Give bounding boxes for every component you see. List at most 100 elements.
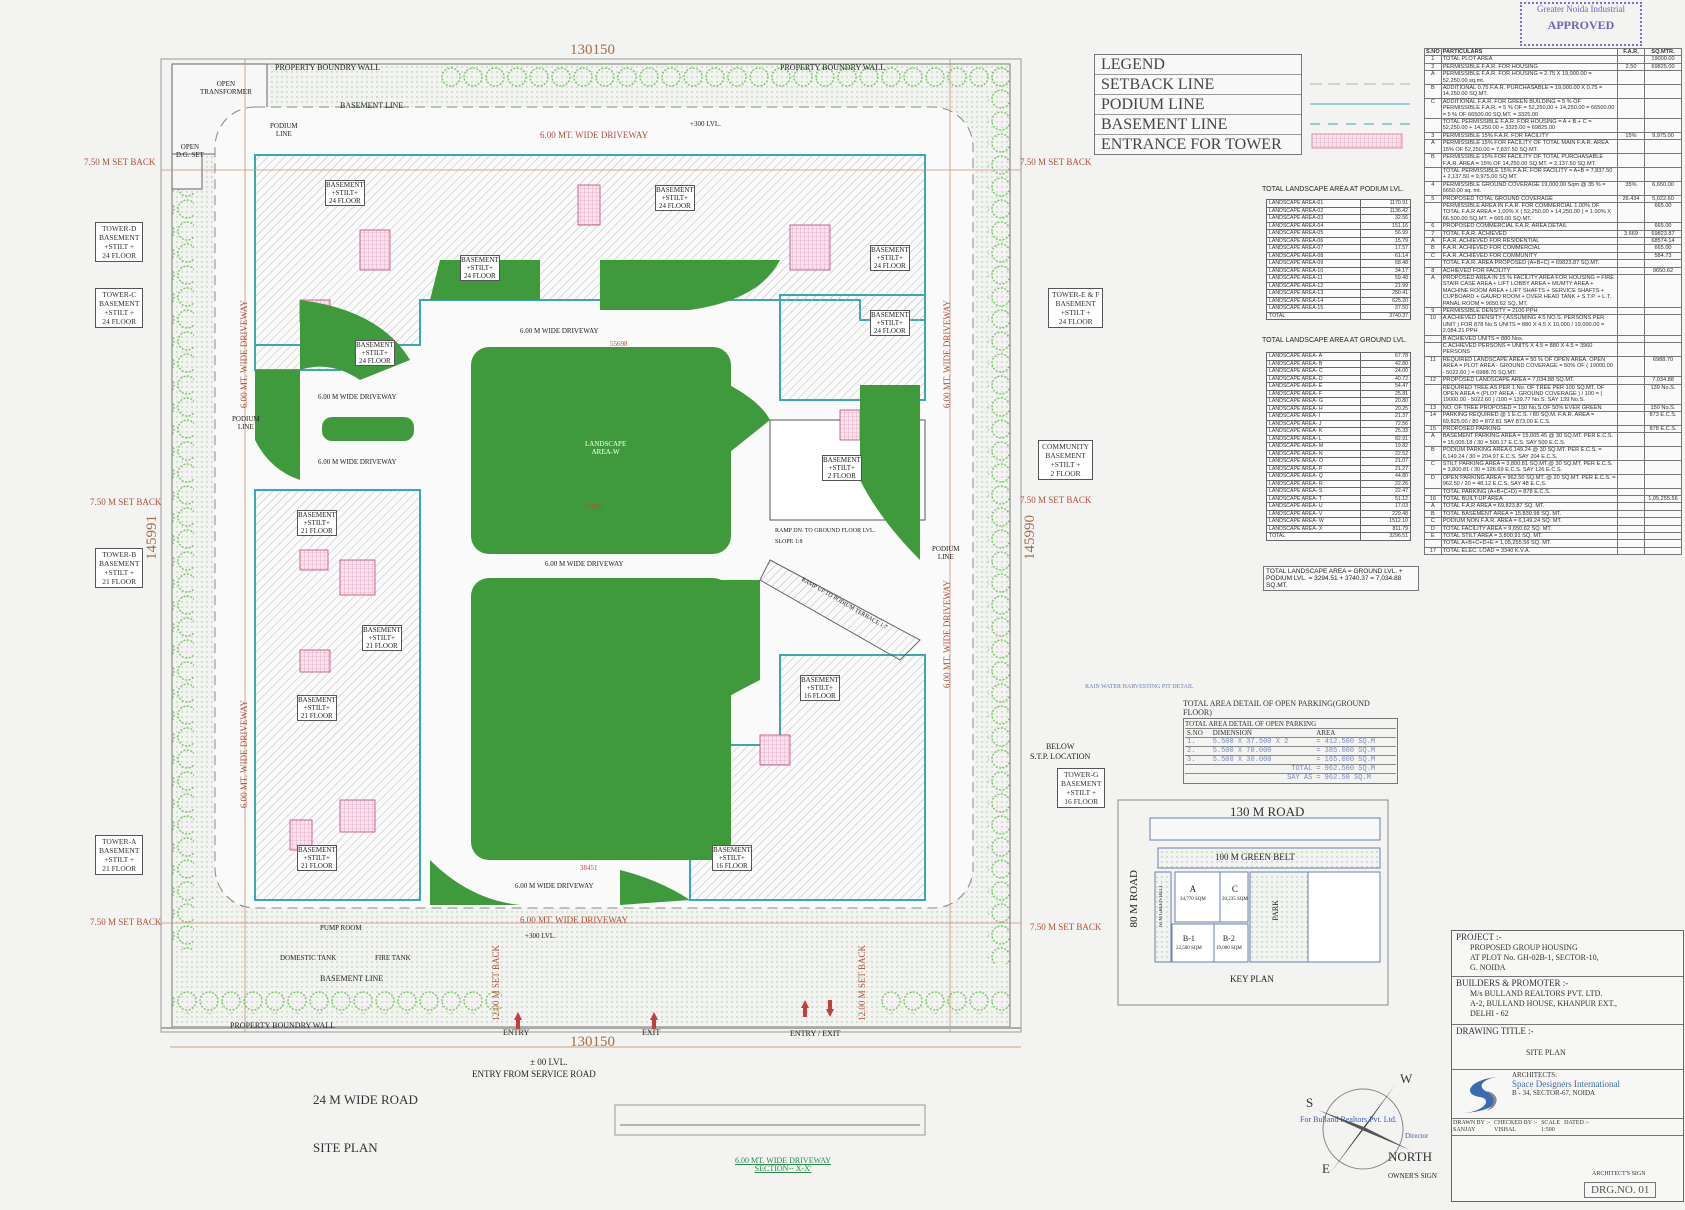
far-cell: [1617, 244, 1645, 253]
block-label: BASEMENT +STILT+ 21 FLOOR: [297, 695, 337, 721]
particulars-cell: STILT PARKING AREA = 3,800.81 SQ.MT.@ 30…: [1440, 459, 1619, 475]
particulars-cell: PERMISSIBLE 15% F.A.R. FOR FACILITY: [1440, 131, 1619, 141]
sno-cell: B: [1424, 84, 1442, 99]
driveway-label: 6.00 M WIDE DRIVEWAY: [515, 882, 594, 890]
parking-cell: 5.500 X 70.000: [1210, 746, 1315, 756]
particulars-cell: PERMISSIBLE F.A.R. FOR HOUSING = 2.75 X …: [1440, 70, 1619, 86]
landscape-area-name: LANDSCAPE AREA-13: [1266, 289, 1361, 298]
sqmtr-cell: 665.00: [1644, 222, 1682, 231]
open-dg-set: OPEN D.G. SET: [176, 143, 204, 159]
sqmtr-cell: [1644, 314, 1682, 336]
sno-cell: B: [1424, 509, 1442, 519]
level-300: +300 LVL.: [525, 932, 556, 940]
landscape-area-value: 19.82: [1360, 442, 1411, 451]
landscape-area-value: 34.17: [1360, 266, 1411, 275]
sno-cell: 9: [1424, 307, 1442, 316]
far-cell: [1617, 251, 1645, 261]
sno-cell: 8: [1424, 266, 1442, 276]
parking-cell: = 385.000 SQ.M: [1314, 746, 1396, 756]
setback-label: 7.50 M SET BACK: [90, 497, 162, 507]
total-row: SAY AS= 962.50 SQ.M: [1185, 773, 1396, 782]
legend-basement-line: BASEMENT LINE: [1095, 114, 1301, 134]
particulars-cell: PROPOSED TOTAL GROUND COVERAGE: [1440, 194, 1619, 203]
far-cell: [1617, 139, 1645, 155]
block-label: BASEMENT +STILT+ 24 FLOOR: [870, 245, 910, 271]
table-row: PERMISSIBLE AREA IN F.A.R. FOR COMMERCIA…: [1424, 201, 1682, 224]
far-cell: [1617, 236, 1645, 246]
header-cell: S.NO: [1424, 47, 1442, 57]
open-parking-subtitle: TOTAL AREA DETAIL OF OPEN PARKING: [1185, 720, 1317, 728]
key-plan-road-130: 130 M ROAD: [1230, 804, 1305, 819]
drawing-number: DRG.NO. 01: [1584, 1182, 1657, 1198]
basement-line-label: BASEMENT LINE: [340, 101, 404, 110]
entry-exit-label: ENTRY / EXIT: [790, 1029, 841, 1038]
sqmtr-cell: [1644, 532, 1682, 541]
sno-cell: B: [1424, 244, 1442, 253]
domestic-tank: DOMESTIC TANK: [280, 954, 337, 962]
far-cell: [1617, 524, 1645, 534]
sno-cell: 1: [1424, 55, 1442, 64]
landscape-area-name: LANDSCAPE AREA- V: [1266, 509, 1361, 518]
particulars-cell: PROPOSED COMMERCIAL F.A.R. AREA DETAIL: [1440, 222, 1619, 231]
table-row: TOTAL PERMISSIBLE 15% F.A.R. FOR FACILIT…: [1424, 166, 1682, 182]
central-landscape: LANDSCAPE AREA-W: [585, 440, 627, 456]
setback-label: 7.50 M SET BACK: [1030, 922, 1102, 932]
particulars-cell: TOTAL PLOT AREA: [1440, 55, 1619, 64]
landscape-area-name: LANDSCAPE AREA- C: [1266, 367, 1361, 376]
particulars-cell: C ACHIEVED PERSONS = UNITS X 4.5 = 880 X…: [1440, 342, 1619, 357]
particulars-cell: TOTAL PARKING (A+B+C+D) = 878 E.C.S.: [1440, 487, 1619, 497]
sno-cell: 11: [1424, 355, 1442, 378]
sno-cell: 3: [1424, 131, 1442, 141]
landscape-area-name: LANDSCAPE AREA- O: [1266, 457, 1361, 466]
far-cell: [1617, 153, 1645, 168]
landscape-area-name: LANDSCAPE AREA-02: [1266, 206, 1361, 215]
particulars-cell: PERMISSIBLE DENSITY = 2100 PPH: [1440, 307, 1619, 316]
property-wall-label: PROPERTY BOUNDRY WALL: [780, 63, 886, 72]
sqmtr-cell: [1644, 97, 1682, 120]
header-cell: AREA: [1314, 728, 1396, 738]
table-row: 2.5.500 X 70.000= 385.000 SQ.M: [1185, 746, 1396, 756]
far-cell: 3.669: [1617, 229, 1645, 238]
sqmtr-cell: 873 E.C.S.: [1644, 411, 1682, 426]
setback-label: 7.50 M SET BACK: [1020, 157, 1092, 167]
entry-service-road: ENTRY FROM SERVICE ROAD: [472, 1069, 596, 1079]
sno-cell: [1424, 201, 1442, 224]
driveway-label: 6.00 M WIDE DRIVEWAY: [520, 327, 599, 335]
drawing-title: SITE PLAN: [1526, 1048, 1566, 1057]
block-label: BASEMENT +STILT+ 24 FLOOR: [460, 255, 500, 281]
sqmtr-cell: 584.73: [1644, 251, 1682, 261]
key-plan-road-80: 80 M ROAD: [1128, 870, 1140, 928]
far-cell: [1617, 532, 1645, 541]
open-transformer: OPEN TRANSFORMER: [200, 80, 252, 96]
sno-cell: A: [1424, 432, 1442, 448]
sqmtr-cell: 7,034.88: [1644, 376, 1682, 385]
builder-label: BUILDERS & PROMOTER :-: [1456, 978, 1569, 988]
tower-g-tag: TOWER-G BASEMENT +STILT + 16 FLOOR: [1057, 768, 1106, 808]
particulars-cell: TOTAL BASEMENT AREA = 15,830.98 SQ. MT.: [1440, 509, 1619, 519]
table-row: B ACHIEVED UNITS = 880 Nos.: [1424, 334, 1682, 344]
level-00: ± 00 LVL.: [530, 1057, 568, 1067]
sqmtr-cell: [1644, 432, 1682, 448]
dim-top: 130150: [570, 42, 615, 58]
stp-location: BELOW S.T.P. LOCATION: [1030, 742, 1091, 761]
particulars-cell: TOTAL F.A.R. AREA PROPOSED (A+B+C) = 698…: [1440, 259, 1619, 268]
parking-cell: 5.500 X 30.000: [1210, 755, 1315, 765]
particulars-cell: PERMISSIBLE 15% FOR FACILITY OF TOTAL MA…: [1440, 139, 1619, 155]
landscape-area-value: 21.99: [1360, 281, 1411, 290]
landscape-area-value: 21.07: [1360, 457, 1411, 466]
landscape-area-name: LANDSCAPE AREA-06: [1266, 236, 1361, 245]
